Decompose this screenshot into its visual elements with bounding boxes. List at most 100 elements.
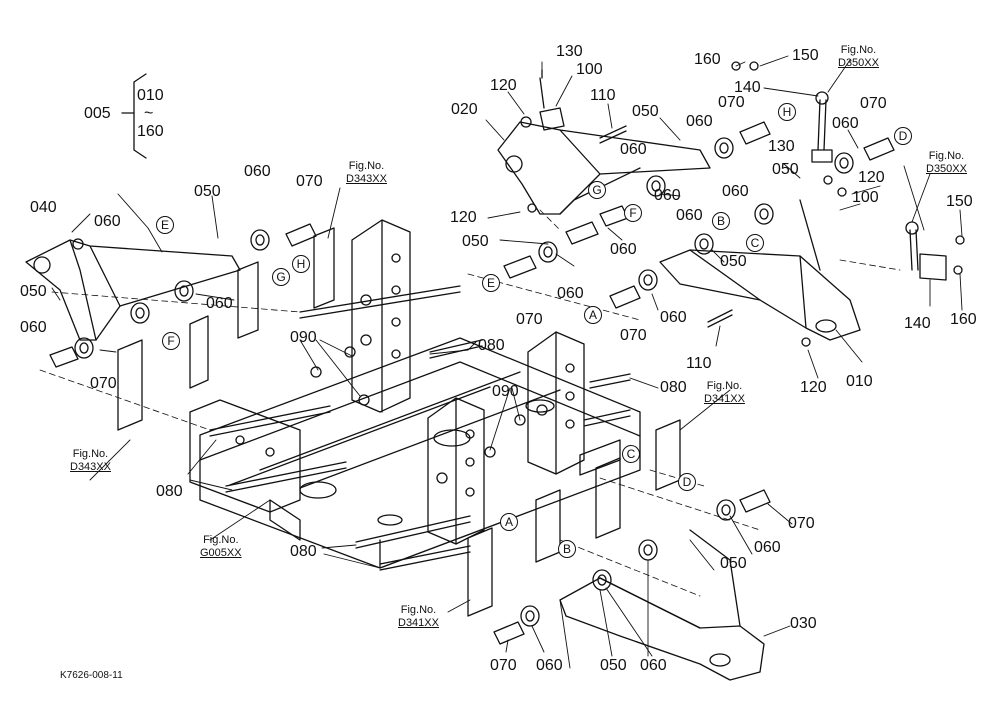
callout-letter: F: [162, 332, 180, 350]
sleeves-070: [49, 121, 895, 645]
part-label: 140: [904, 315, 931, 332]
range-separator: ~: [144, 105, 154, 122]
part-label: 060: [722, 183, 749, 200]
part-label: 050: [194, 183, 221, 200]
part-label: 130: [768, 138, 795, 155]
callout-letter: F: [624, 204, 642, 222]
part-label: 130: [556, 43, 583, 60]
center-bracket-plate: [527, 331, 585, 475]
callout-letter: G: [272, 268, 290, 286]
part-label: 050: [772, 161, 799, 178]
part-label: 060: [832, 115, 859, 132]
part-label: 070: [718, 94, 745, 111]
part-label: 030: [790, 615, 817, 632]
part-label: 150: [946, 193, 973, 210]
part-label: 050: [600, 657, 627, 674]
fig-prefix: Fig.No.: [72, 448, 109, 460]
part-label: 120: [450, 209, 477, 226]
part-label: 060: [206, 295, 233, 312]
part-label: 140: [734, 79, 761, 96]
callout-letter: B: [558, 540, 576, 558]
bolts: [209, 125, 733, 571]
part-label: 060: [557, 285, 584, 302]
link-rods: [811, 91, 947, 281]
fig-number: D350XX: [926, 163, 967, 175]
nuts: [310, 61, 965, 458]
part-label: 060: [754, 539, 781, 556]
part-label: 060: [660, 309, 687, 326]
part-label: 120: [858, 169, 885, 186]
main-frame: [199, 337, 641, 569]
part-label: 120: [490, 77, 517, 94]
fig-number: G005XX: [200, 547, 242, 559]
arm-020: [497, 121, 711, 215]
part-label: 070: [490, 657, 517, 674]
fig-prefix: Fig.No.: [203, 534, 239, 546]
callout-letter: D: [678, 473, 696, 491]
range-start: 010: [137, 87, 164, 104]
fig-ref-d350xx-right: Fig.No. D350XX: [926, 150, 967, 176]
left-side-plate: [189, 399, 301, 513]
fig-ref-leaders: [89, 59, 931, 613]
fig-ref-d341xx-right: Fig.No. D341XX: [704, 380, 745, 406]
fig-number: D343XX: [346, 173, 387, 185]
part-label: 060: [676, 207, 703, 224]
drawing-code: K7626-008-11: [60, 670, 123, 681]
callout-letter: C: [746, 234, 764, 252]
callout-letter: H: [292, 255, 310, 273]
part-label: 050: [20, 283, 47, 300]
front-bracket-plate: [427, 397, 485, 545]
part-label: 060: [654, 187, 681, 204]
part-label: 050: [462, 233, 489, 250]
part-label: 080: [156, 483, 183, 500]
fig-number: D350XX: [838, 57, 879, 69]
arm-040: [25, 238, 241, 341]
fig-prefix: Fig.No.: [928, 150, 965, 162]
part-label: 060: [610, 241, 637, 258]
fig-ref-d343xx-left: Fig.No. D343XX: [70, 448, 111, 474]
part-label: 080: [660, 379, 687, 396]
part-label: 050: [720, 555, 747, 572]
part-label: 070: [516, 311, 543, 328]
part-label: 100: [852, 189, 879, 206]
part-label: 070: [860, 95, 887, 112]
part-label: 060: [620, 141, 647, 158]
fig-prefix: Fig.No.: [348, 160, 385, 172]
part-label: 060: [244, 163, 271, 180]
leader-lines: [51, 55, 963, 669]
bushings-060: [74, 137, 854, 627]
part-label: 120: [800, 379, 827, 396]
fig-prefix: Fig.No.: [706, 380, 743, 392]
part-label: 080: [290, 543, 317, 560]
fig-ref-d341xx-bottom: Fig.No. D341XX: [398, 604, 439, 630]
fig-number: D341XX: [398, 617, 439, 629]
part-label: 110: [686, 355, 712, 372]
callout-letter: G: [588, 181, 606, 199]
part-label: 040: [30, 199, 57, 216]
part-label: 160: [694, 51, 721, 68]
callout-letter: H: [778, 103, 796, 121]
part-label: 100: [576, 61, 603, 78]
callout-letter: A: [584, 306, 602, 324]
arm-030: [559, 529, 765, 681]
callout-letter: C: [622, 445, 640, 463]
fig-number: D341XX: [704, 393, 745, 405]
part-label: 080: [478, 337, 505, 354]
left-bracket-plate: [351, 219, 411, 413]
reference-plates: [117, 227, 681, 617]
callout-letter: E: [482, 274, 500, 292]
part-label: 060: [94, 213, 121, 230]
part-label: 110: [590, 87, 616, 104]
part-label: 070: [296, 173, 323, 190]
fig-number: D343XX: [70, 461, 111, 473]
part-label: 050: [632, 103, 659, 120]
range-end: 160: [137, 123, 164, 140]
part-label: 070: [620, 327, 647, 344]
title-bracket: [121, 73, 147, 159]
fig-ref-d350xx-top: Fig.No. D350XX: [838, 44, 879, 70]
part-label: 150: [792, 47, 819, 64]
callout-letter: D: [894, 127, 912, 145]
callout-letter: B: [712, 212, 730, 230]
part-label: 090: [290, 329, 317, 346]
